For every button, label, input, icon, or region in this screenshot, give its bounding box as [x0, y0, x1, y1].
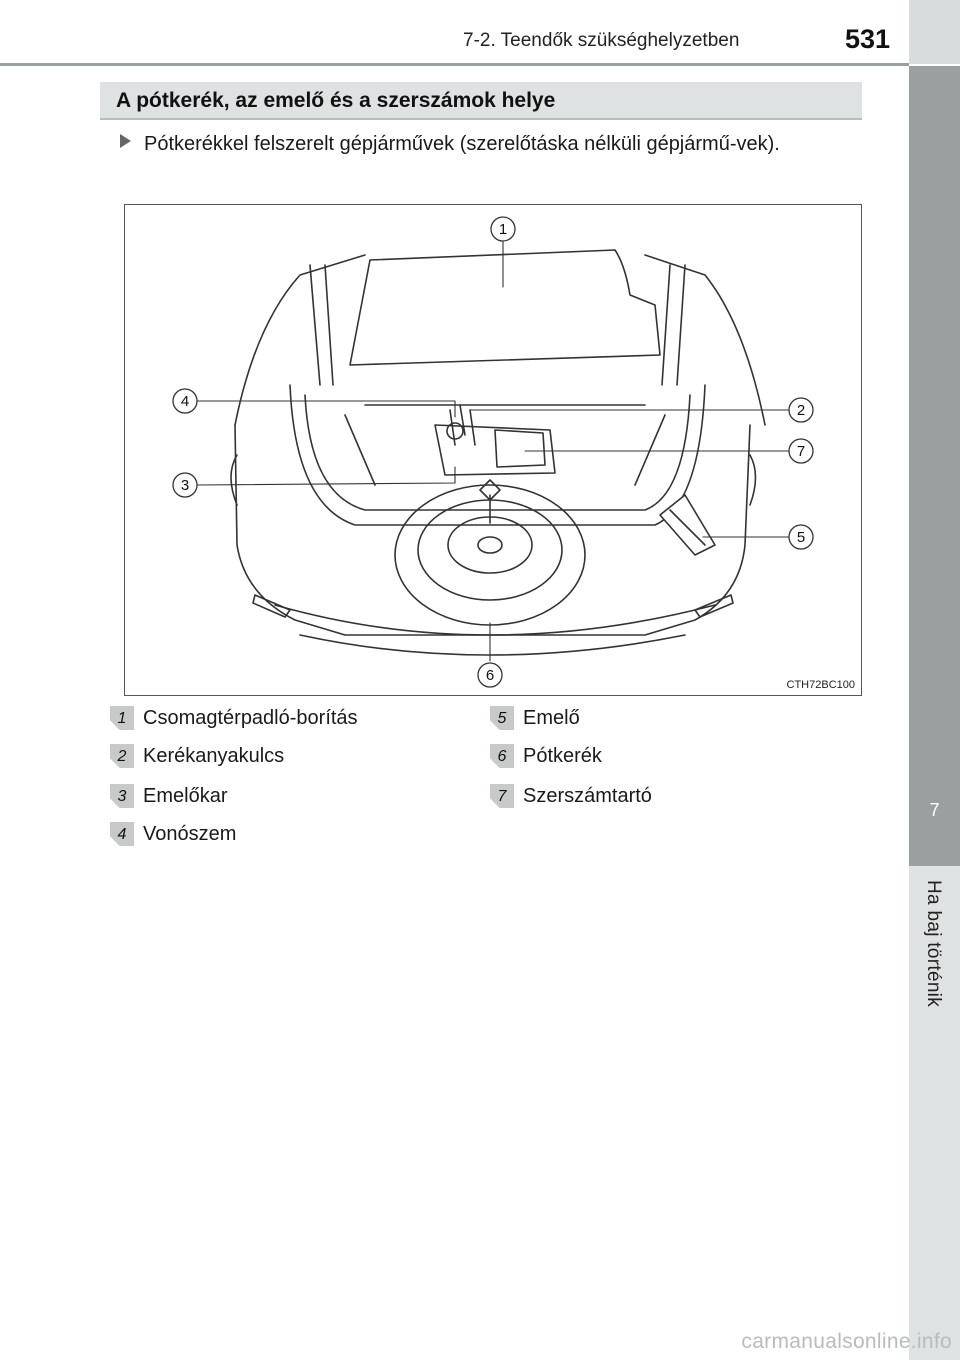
running-header: 7-2. Teendők szükséghelyzetben — [463, 30, 740, 51]
section-heading-bar: A pótkerék, az emelő és a szerszámok hel… — [100, 82, 862, 120]
trunk-drawing: 1 2 3 4 5 6 7 — [172, 216, 814, 688]
legend-label-4: Vonószem — [143, 823, 237, 845]
header-rule — [0, 63, 909, 66]
legend-number-2: 2 — [110, 744, 134, 768]
sidebar-lower-block — [909, 866, 960, 1360]
legend-number-5: 5 — [490, 706, 514, 730]
callout-7: 7 — [788, 438, 814, 464]
chapter-label: Ha baj történik — [923, 880, 944, 1008]
page-number: 531 — [845, 24, 891, 54]
callout-4-label: 4 — [181, 393, 189, 410]
chapter-number: 7 — [929, 800, 940, 820]
legend-number-6: 6 — [490, 744, 514, 768]
callout-1: 1 — [490, 216, 516, 242]
callout-1-label: 1 — [499, 221, 507, 238]
chapter-tab — [909, 66, 960, 866]
legend-label-2: Kerékanyakulcs — [143, 745, 285, 767]
callout-3-label: 3 — [181, 477, 189, 494]
section-title: A pótkerék, az emelő és a szerszámok hel… — [116, 89, 556, 112]
legend-label-7: Szerszámtartó — [523, 785, 652, 807]
callout-3: 3 — [172, 472, 198, 498]
sidebar-top-block — [909, 0, 960, 64]
legend-number-4: 4 — [110, 822, 134, 846]
watermark: carmanualsonline.info — [741, 1330, 952, 1353]
legend-number-3: 3 — [110, 784, 134, 808]
triangle-bullet-icon — [120, 134, 131, 148]
legend-label-1: Csomagtérpadló-borítás — [143, 707, 358, 729]
legend-number-1: 1 — [110, 706, 134, 730]
callout-2: 2 — [788, 397, 814, 423]
legend-label-6: Pótkerék — [523, 745, 602, 767]
callout-4: 4 — [172, 388, 198, 414]
callout-6: 6 — [477, 662, 503, 688]
figure-code: CTH72BC100 — [786, 679, 855, 691]
callout-2-label: 2 — [797, 402, 805, 419]
intro-text: Pótkerékkel felszerelt gépjárművek (szer… — [144, 133, 780, 155]
callout-5-label: 5 — [797, 529, 805, 546]
legend-label-5: Emelő — [523, 707, 580, 729]
legend-number-7: 7 — [490, 784, 514, 808]
callout-7-label: 7 — [797, 443, 805, 460]
trunk-illustration: 1 2 3 4 5 6 7 — [124, 204, 862, 696]
callout-5: 5 — [788, 524, 814, 550]
callout-6-label: 6 — [486, 667, 494, 684]
legend-label-3: Emelőkar — [143, 785, 228, 807]
